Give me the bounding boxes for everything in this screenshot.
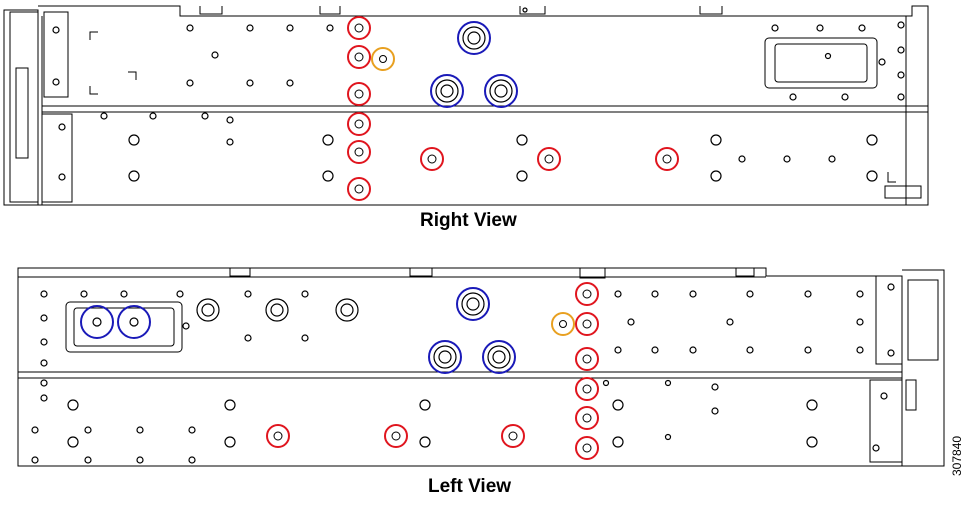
- blue-marker-standoffs: [92, 26, 513, 369]
- red-marker-centers: [273, 23, 672, 453]
- blue-markers: [80, 21, 518, 374]
- left-view-caption: Left View: [428, 476, 512, 497]
- left-view-standoffs: [196, 298, 359, 322]
- figure-id: 307840: [950, 435, 964, 476]
- right-view-holes: [52, 7, 905, 182]
- right-view-chassis: [3, 5, 929, 206]
- left-view-holes: [31, 283, 895, 464]
- red-markers: [266, 16, 679, 460]
- orange-markers: [371, 47, 575, 336]
- right-view-caption: Right View: [420, 210, 517, 231]
- orange-marker-centers: [379, 55, 567, 328]
- left-view-chassis: [17, 267, 945, 467]
